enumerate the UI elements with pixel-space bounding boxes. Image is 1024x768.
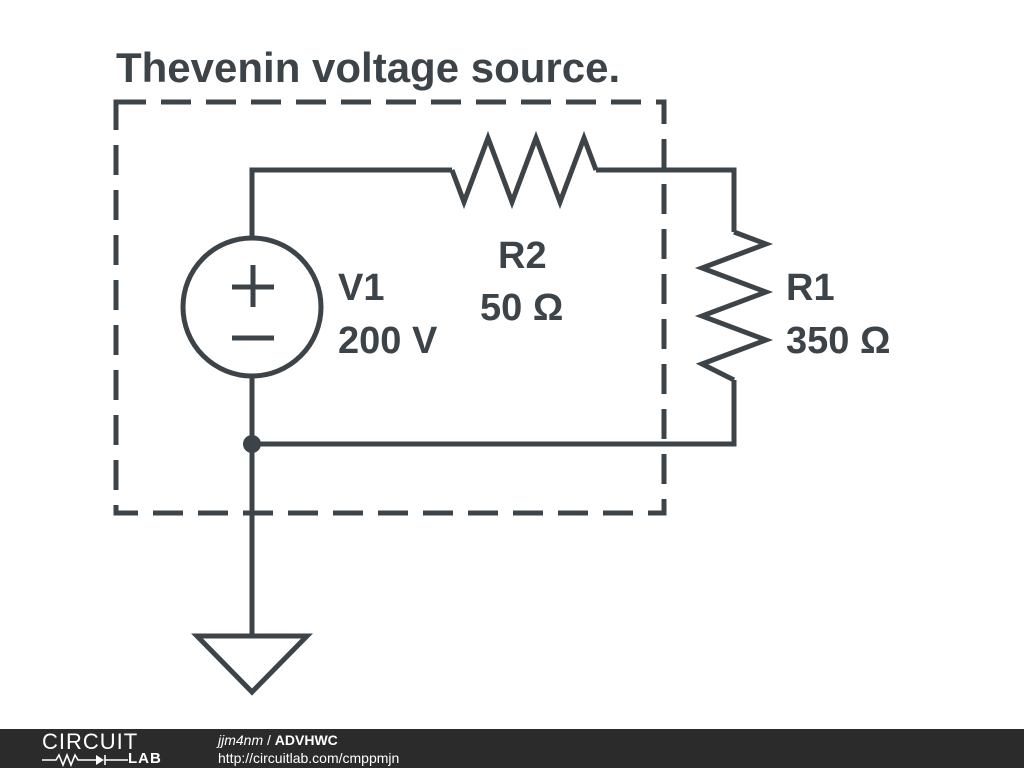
r1-resistor-symbol <box>694 229 774 383</box>
v1-value-label: 200 V <box>338 320 438 362</box>
thevenin-boundary-box <box>113 99 667 516</box>
junction-node <box>243 435 261 453</box>
r1-value-label: 350 Ω <box>786 320 890 362</box>
v1-name-label: V1 <box>338 267 384 309</box>
circuitlab-logo[interactable]: CIRCUIT LAB <box>42 731 182 767</box>
logo-lab-text: LAB <box>128 750 162 767</box>
footer-url-link[interactable]: http://circuitlab.com/cmppmjn <box>218 750 400 766</box>
logo-circuit-text: CIRCUIT <box>42 729 139 754</box>
r2-resistor-symbol <box>449 130 599 210</box>
footer-bar: CIRCUIT LAB jjm4nm / ADVHWC http://circu… <box>0 729 1024 768</box>
r2-name-label: R2 <box>498 235 547 277</box>
footer-project-name[interactable]: ADVHWC <box>274 732 338 748</box>
footer-attribution: jjm4nm / ADVHWC <box>218 732 338 748</box>
ground-icon <box>191 633 313 696</box>
footer-separator: / <box>263 732 275 748</box>
r2-value-label: 50 Ω <box>480 287 563 329</box>
wire-r1-to-ground-rail <box>252 380 737 447</box>
diagram-title: Thevenin voltage source. <box>116 44 620 91</box>
footer-username-link[interactable]: jjm4nm <box>218 732 264 748</box>
logo-resistor-diode-icon <box>42 753 128 767</box>
r1-name-label: R1 <box>786 267 835 309</box>
wire-v1-to-r2 <box>249 167 452 238</box>
wire-r2-to-r1 <box>596 167 737 232</box>
